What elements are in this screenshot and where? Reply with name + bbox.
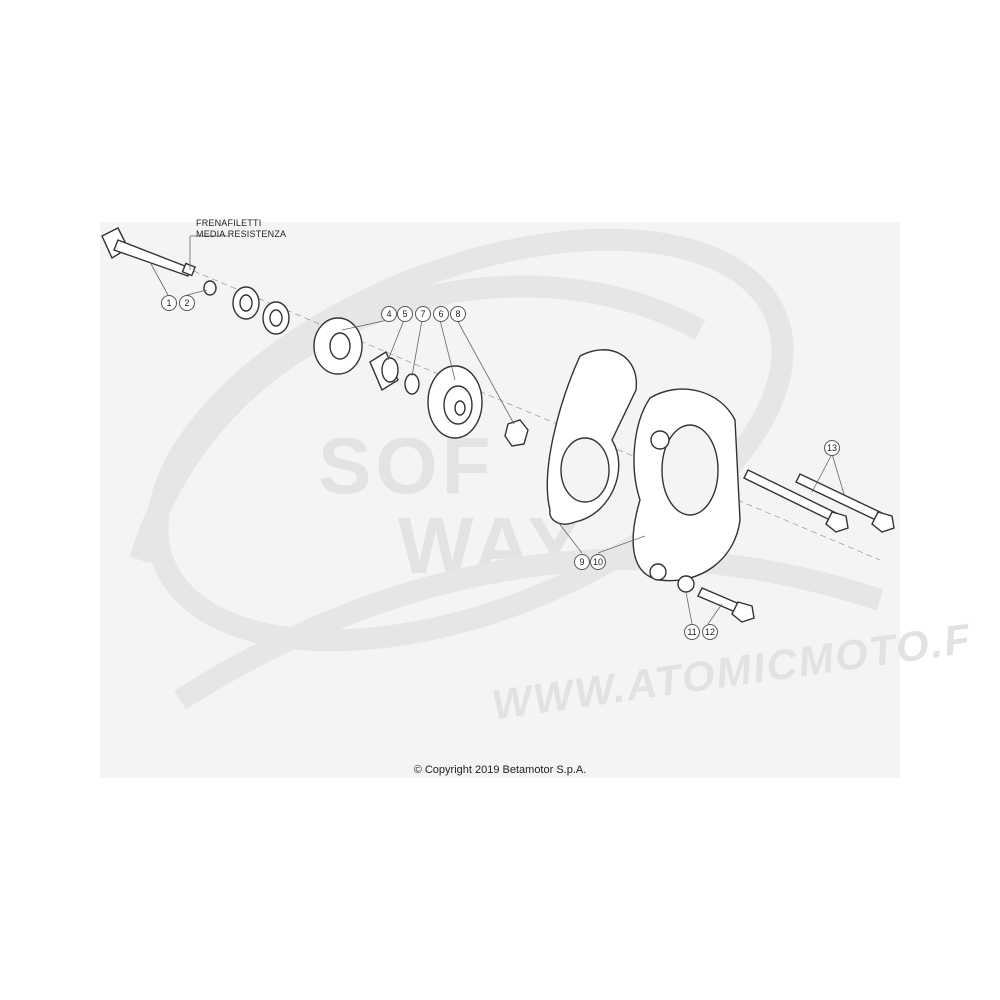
impeller-nut — [504, 419, 529, 447]
washer-7 — [404, 373, 420, 395]
threadlocker-note: FRENAFILETTI MEDIA RESISTENZA — [196, 218, 286, 240]
oil-seal — [313, 317, 363, 375]
callout-12: 12 — [702, 624, 718, 640]
threadlocker-note-line-1: FRENAFILETTI — [196, 218, 262, 228]
center-axis-line — [119, 239, 881, 561]
impeller — [427, 365, 483, 439]
bearing-2 — [262, 301, 290, 335]
bearing-1 — [232, 286, 260, 320]
cover-bolt-long-1 — [743, 469, 849, 533]
leader-lines — [149, 235, 845, 625]
circlip — [203, 280, 217, 296]
callout-8: 8 — [450, 306, 466, 322]
cover-bolt-long-2 — [795, 473, 895, 533]
callout-2: 2 — [179, 295, 195, 311]
pump-shaft — [101, 227, 197, 277]
pump-gasket — [546, 349, 637, 525]
callout-5: 5 — [397, 306, 413, 322]
cover-bolt-short — [697, 587, 755, 623]
bushing — [369, 350, 399, 392]
callout-10: 10 — [590, 554, 606, 570]
washer-11 — [677, 575, 695, 593]
pump-cover — [632, 388, 741, 582]
watermark-swoosh — [129, 228, 884, 710]
callout-1: 1 — [161, 295, 177, 311]
callout-11: 11 — [684, 624, 700, 640]
callout-6: 6 — [433, 306, 449, 322]
callout-4: 4 — [381, 306, 397, 322]
threadlocker-note-line-2: MEDIA RESISTENZA — [196, 229, 287, 239]
copyright-footer: © Copyright 2019 Betamotor S.p.A. — [413, 764, 587, 776]
callout-13: 13 — [824, 440, 840, 456]
callout-9: 9 — [574, 554, 590, 570]
callout-7: 7 — [415, 306, 431, 322]
